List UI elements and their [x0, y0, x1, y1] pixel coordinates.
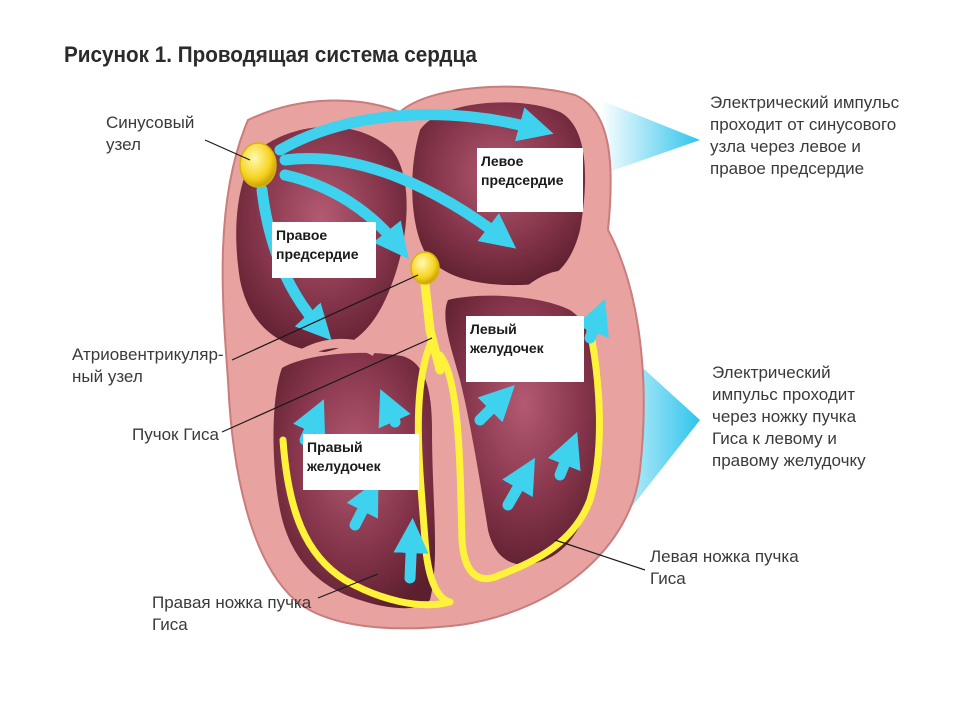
his-bundle-label: Пучок Гиса — [132, 425, 219, 444]
leader-sinus-node — [204, 139, 251, 161]
leader-left-branch — [554, 539, 646, 571]
leader-right-branch — [317, 573, 379, 599]
left-ventricle-label: Левый желудочек — [466, 316, 584, 382]
leader-his-bundle — [221, 337, 433, 433]
impulse-atria-text: Электрический импульс проходит от синусо… — [710, 93, 900, 178]
arrow-lv-1 — [474, 385, 515, 426]
right-ventricle-label: Правый желудочек — [303, 434, 419, 490]
arrow-to-left-atrium-top — [274, 107, 554, 156]
arrow-rv-3 — [346, 479, 379, 531]
right-atrium-label: Правое предсердие — [272, 222, 376, 278]
callout-atria — [600, 100, 700, 175]
arrow-rv-2 — [378, 389, 411, 429]
valve-left — [526, 270, 604, 295]
arrow-lv-3 — [547, 431, 581, 481]
sinus-node-label: Синусовый узел — [106, 113, 195, 154]
figure-title: Рисунок 1. Проводящая система сердца — [64, 42, 477, 67]
left-branch-label: Левая ножка пучка Гиса — [650, 547, 799, 588]
av-node-label: Атриовентрикуляр- ный узел — [72, 345, 224, 386]
sinus-node — [239, 142, 277, 188]
arrow-to-left-atrium-bottom — [279, 153, 517, 249]
valve-right — [297, 338, 378, 359]
left-atrium-label: Левое предсердие — [477, 148, 583, 212]
leader-av-node — [231, 274, 419, 361]
arrow-lv-4 — [575, 298, 609, 344]
av-node — [410, 251, 440, 285]
right-branch-label: Правая ножка пучка Гиса — [152, 593, 312, 634]
left-bundle-branch — [436, 326, 603, 583]
leader-lines — [204, 139, 646, 599]
arrow-rv-4 — [393, 517, 429, 584]
his-bundle-path — [419, 270, 445, 375]
impulse-ventricles-text: Электрический импульс проходит через нож… — [712, 363, 866, 470]
arrow-to-av-node — [279, 169, 409, 260]
arrow-lv-2 — [502, 457, 535, 511]
